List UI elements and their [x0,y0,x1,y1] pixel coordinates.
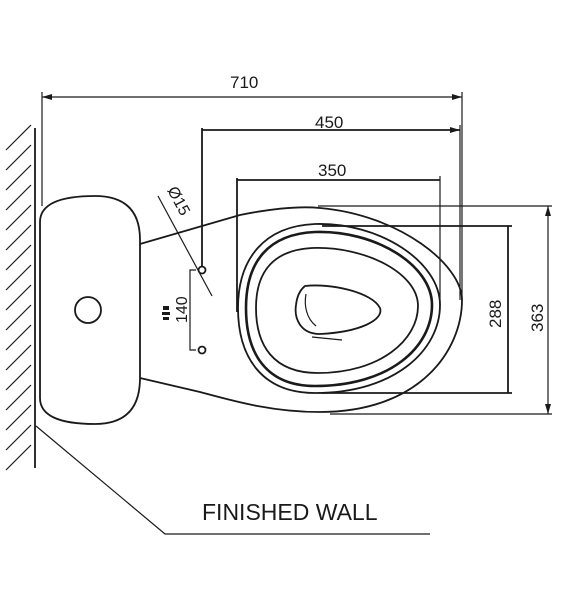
trap-outlet [294,284,382,335]
fixing-hole-bottom [197,345,207,355]
dim-363: 363 [318,205,552,415]
dim-350: 350 [236,161,441,312]
wall-hatching [5,124,32,471]
dim-140-label: 140 [174,296,191,323]
flush-symbol [162,306,170,320]
dim-140: 140 [162,269,196,351]
dim-288-label: 288 [486,300,505,328]
dim-450-label: 450 [315,113,343,132]
dim-710: 710 [41,73,463,300]
dim-350-label: 350 [318,161,346,180]
trap-lip-line [311,336,343,341]
bowl-basin [255,247,419,374]
pan-outer-outline [139,206,463,413]
flush-button [74,296,102,324]
wall-label-leader [35,425,430,535]
dim-288: 288 [322,225,512,394]
dim-450: 450 [201,113,461,300]
wall-label: FINISHED WALL [202,499,378,525]
dim-hole-diameter: Ø15 [157,184,213,297]
dim-363-label: 363 [528,304,547,332]
wall [5,124,36,471]
trap-inner-curve [304,293,317,327]
dim-710-label: 710 [230,73,258,92]
cistern-outline [39,195,141,425]
bowl-rim-inner [244,230,434,388]
